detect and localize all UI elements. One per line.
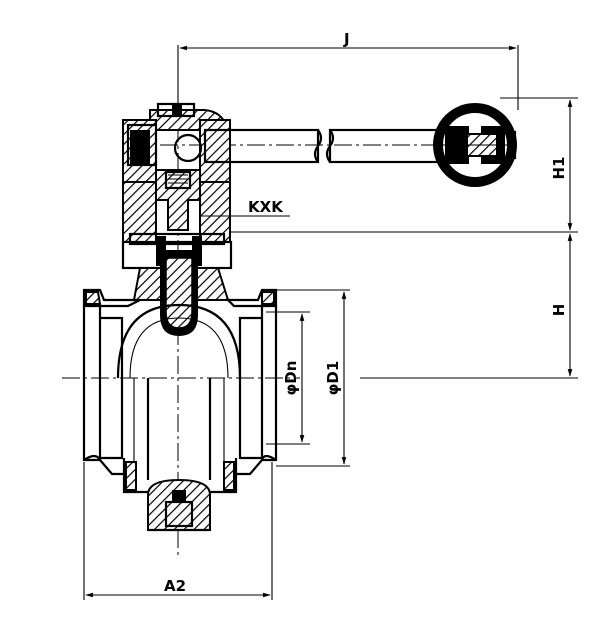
dimension-label-dn: φDn — [282, 361, 300, 396]
dimension-label-h1: H1 — [550, 157, 568, 180]
handle-body — [121, 102, 447, 270]
valve-body — [82, 250, 278, 532]
dimension-label-a2: A2 — [164, 577, 186, 595]
center-lines — [62, 95, 505, 555]
dimension-label-j: J — [343, 30, 350, 48]
dimension-lines — [83, 45, 578, 600]
dimension-label-kxk: KXK — [248, 198, 284, 216]
handle-knob — [433, 103, 517, 187]
dimension-label-d1: φD1 — [324, 361, 342, 396]
dimension-label-h: H — [550, 304, 568, 317]
